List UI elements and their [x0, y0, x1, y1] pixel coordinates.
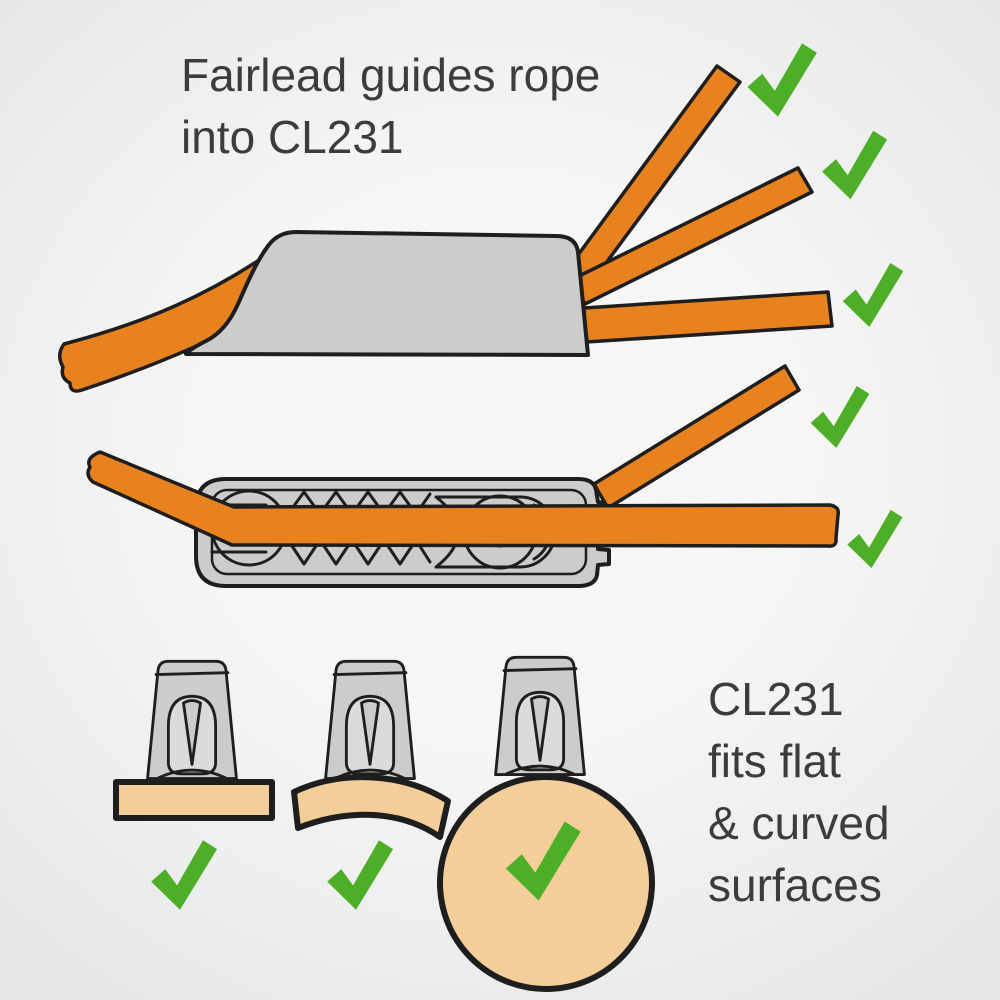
checkmark-icon	[151, 840, 218, 910]
side-view-diagram	[58, 43, 904, 393]
curved-surface	[291, 774, 451, 840]
cleat-end-view-flat	[146, 659, 238, 780]
checkmark-icon	[822, 130, 888, 200]
checkmark-icon	[847, 509, 903, 569]
rope-exit-angled	[592, 364, 801, 510]
caption-surfaces: CL231 fits flat & curved surfaces	[708, 673, 890, 911]
flat-surface	[113, 779, 275, 821]
rope-exit-low	[582, 290, 834, 344]
mounting-diagram	[113, 655, 655, 992]
rope-through-cleat	[86, 450, 841, 548]
checkmark-icon	[842, 263, 904, 327]
cleat-side-view	[184, 230, 590, 357]
cleat-end-view-round	[494, 655, 586, 777]
cleat-end-view-curved	[324, 659, 416, 780]
caption-fairlead: Fairlead guides rope into CL231	[181, 49, 601, 163]
checkmark-icon	[747, 43, 817, 117]
checkmark-icon	[810, 385, 870, 449]
top-view-diagram	[86, 364, 903, 588]
cam-teeth-upper	[286, 490, 432, 516]
cam-teeth-lower	[286, 538, 432, 566]
checkmark-icon	[327, 840, 394, 910]
